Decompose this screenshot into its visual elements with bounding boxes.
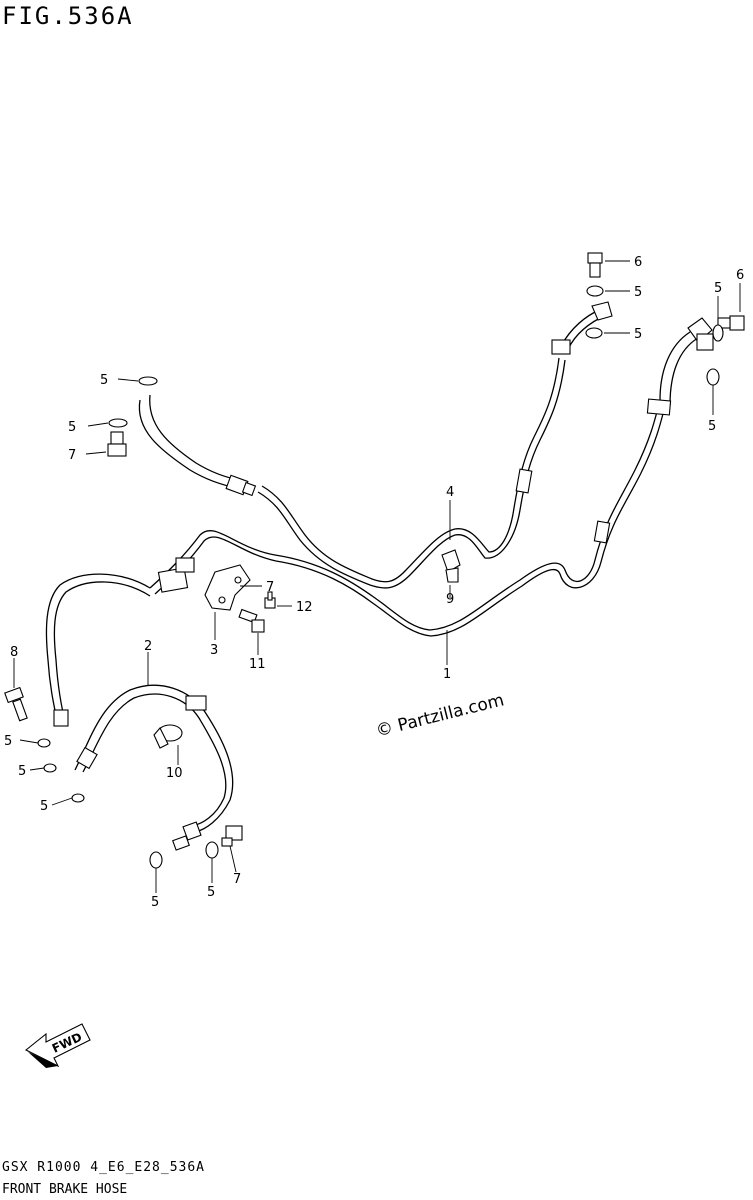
callout-9: 9: [446, 592, 454, 607]
clamp-10[interactable]: [153, 724, 183, 749]
callout-11: 11: [249, 657, 266, 672]
union-bolt-6-top[interactable]: [587, 252, 603, 278]
union-bolt-6-right[interactable]: [717, 315, 745, 331]
callout-5-left-top: 5: [100, 373, 108, 388]
callout-5-ll-2: 5: [18, 764, 26, 779]
washer-5-ll-1[interactable]: [37, 738, 51, 748]
clamp-9[interactable]: [441, 549, 461, 583]
washer-5-right[interactable]: [712, 324, 724, 342]
brake-hose-4[interactable]: [257, 357, 566, 589]
upper-right-hose-section[interactable]: [593, 317, 714, 544]
callout-1: 1: [443, 667, 451, 682]
leader-lines: [13, 260, 741, 893]
forward-direction-arrow: FWD: [24, 1023, 91, 1068]
callout-2: 2: [144, 639, 152, 654]
callout-8: 8: [10, 645, 18, 660]
callout-5-ll-3: 5: [40, 799, 48, 814]
washer-5-mid[interactable]: [585, 327, 603, 339]
callout-6-top: 6: [634, 255, 642, 270]
washer-5-left-second[interactable]: [108, 418, 128, 428]
callout-5-bottom-mid: 5: [207, 885, 215, 900]
brake-hose-2[interactable]: [74, 684, 234, 851]
callout-5-right: 5: [714, 281, 722, 296]
figure-title: FIG.536A: [2, 2, 134, 30]
callout-6-right: 6: [736, 268, 744, 283]
callout-5-bottom-left: 5: [151, 895, 159, 910]
callout-10: 10: [166, 766, 183, 781]
callout-5-ll-1: 5: [4, 734, 12, 749]
callout-5-mid: 5: [634, 327, 642, 342]
washer-5-bottom-mid[interactable]: [205, 841, 219, 859]
washer-5-top[interactable]: [586, 285, 604, 297]
washer-5-bottom-left[interactable]: [149, 851, 163, 869]
callout-12: 12: [296, 600, 313, 615]
callout-3: 3: [210, 643, 218, 658]
upper-middle-hose-end[interactable]: [515, 301, 613, 494]
callout-7-left: 7: [68, 448, 76, 463]
upper-left-hose-section[interactable]: [138, 394, 257, 497]
washer-5-ll-2[interactable]: [43, 763, 57, 773]
bolt-11[interactable]: [238, 608, 265, 633]
washer-5-right-lower[interactable]: [706, 368, 720, 386]
footer-code: GSX R1000 4_E6_E28_536A: [2, 1160, 206, 1175]
left-brake-hose[interactable]: [45, 557, 195, 727]
callout-7-bracket: 7: [266, 580, 274, 595]
bolt-12[interactable]: [264, 591, 276, 609]
union-bolt-7-left[interactable]: [107, 431, 127, 457]
union-bolt-7-bottom[interactable]: [221, 825, 243, 847]
footer-name: FRONT BRAKE HOSE: [2, 1182, 128, 1197]
brake-hose-1[interactable]: [149, 399, 667, 637]
washer-5-left-top[interactable]: [138, 376, 158, 386]
callout-5-top: 5: [634, 285, 642, 300]
callout-5-right-lower: 5: [708, 419, 716, 434]
callout-4: 4: [446, 485, 454, 500]
bolt-8[interactable]: [4, 686, 28, 722]
washer-5-ll-3[interactable]: [71, 793, 85, 803]
bracket-3[interactable]: [204, 564, 251, 611]
callout-7-bottom: 7: [233, 872, 241, 887]
callout-5-left-second: 5: [68, 420, 76, 435]
